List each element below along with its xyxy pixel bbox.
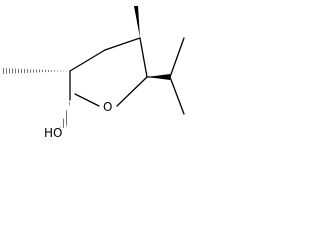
hydroxyl-label: HO: [44, 126, 62, 140]
bond-ch-me-down: [169, 76, 185, 115]
bond-c4-c5: [104, 37, 141, 51]
molecule-structure: O HO: [2, 6, 185, 140]
bond-c5-c6: [139, 37, 148, 78]
ring-oxygen-label: O: [103, 100, 112, 114]
hash-c2-hydroxyl: [60, 100, 70, 128]
ring-bonds: [69, 37, 185, 115]
structure-canvas: O HO: [0, 0, 186, 152]
bond-c3-c4: [69, 49, 106, 72]
bond-o-c2: [74, 93, 100, 107]
hash-c3-methyl: [2, 68, 70, 74]
bond-ch-me-up: [169, 37, 185, 78]
wedge-c6-isopropyl: [147, 74, 170, 80]
bond-c6-o: [116, 76, 148, 107]
wedge-c5-methyl: [134, 6, 140, 38]
